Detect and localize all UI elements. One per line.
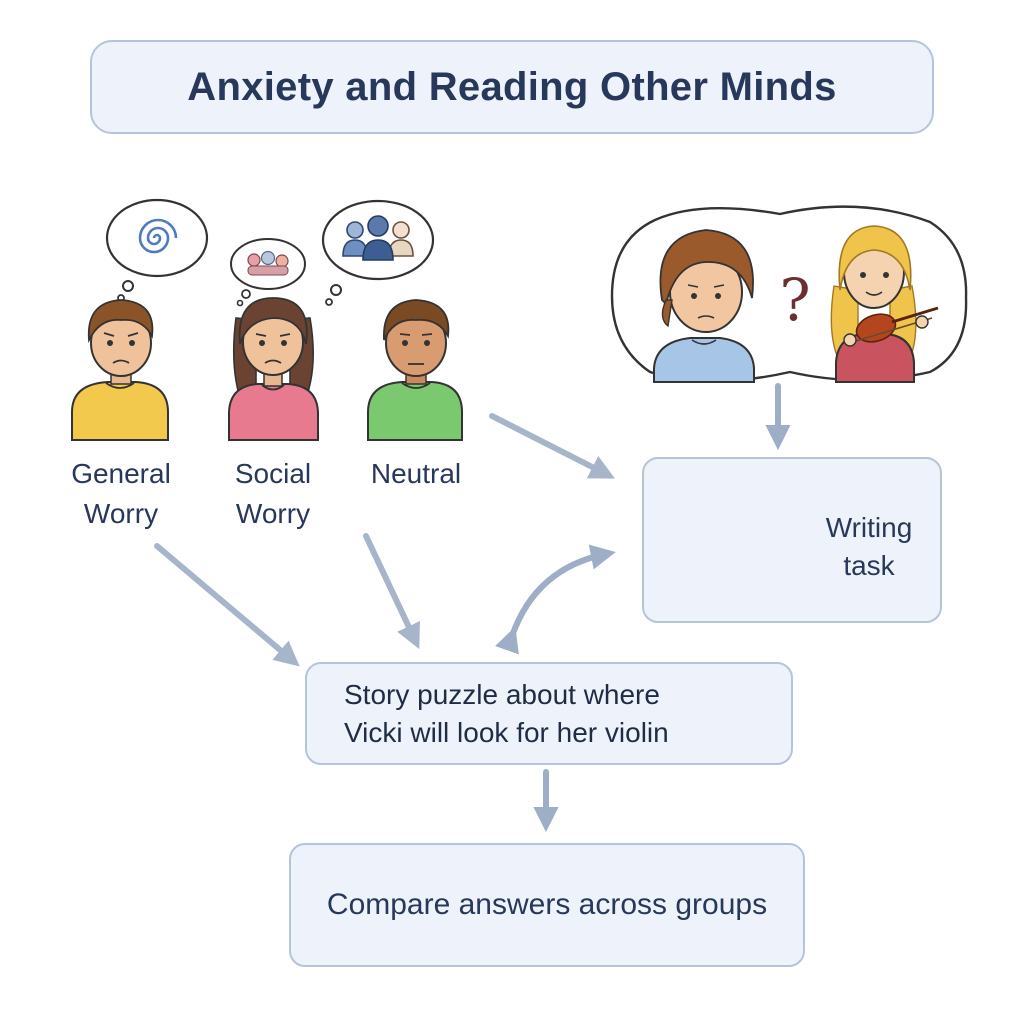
arrow-social-to-story xyxy=(363,533,420,650)
arrow-general-to-story xyxy=(154,543,300,667)
thought-bubble-social xyxy=(230,238,306,307)
group-label-social-worry: Social Worry xyxy=(208,454,338,534)
writing-task-box: Writing task xyxy=(642,457,942,623)
question-mark: ? xyxy=(779,266,810,334)
scene-cloud: ? xyxy=(610,205,968,383)
arrow-story-writing-bidirectional xyxy=(495,544,616,655)
group-label-general-worry: General Worry xyxy=(48,454,194,534)
people-group-icon xyxy=(342,215,414,261)
story-puzzle-line2: Vicki will look for her violin xyxy=(344,716,669,748)
story-puzzle-line1: Story puzzle about where xyxy=(344,678,660,710)
girl-with-violin-icon xyxy=(830,225,939,383)
compare-box: Compare answers across groups xyxy=(289,843,805,967)
story-puzzle-box: Story puzzle about where Vicki will look… xyxy=(305,662,793,765)
writing-task-label: Writing task xyxy=(825,512,913,581)
group-label-neutral: Neutral xyxy=(346,454,486,494)
spiral-icon xyxy=(138,218,178,254)
child-social-worry xyxy=(228,297,319,441)
child-neutral xyxy=(367,299,463,441)
arrow-neutral-to-writing xyxy=(489,413,615,479)
group-label-line1: Neutral xyxy=(370,458,462,489)
thought-bubble-neutral xyxy=(321,199,435,306)
crowd-faces-icon xyxy=(247,250,289,276)
child-general-worry xyxy=(71,299,169,441)
thoughtful-child-icon xyxy=(653,229,755,383)
group-label-line1: Social xyxy=(234,458,312,489)
group-label-line2: Worry xyxy=(83,498,159,529)
title-box: Anxiety and Reading Other Minds xyxy=(90,40,934,134)
group-label-line2: Worry xyxy=(235,498,311,529)
diagram-title: Anxiety and Reading Other Minds xyxy=(187,64,837,109)
story-puzzle-text: Story puzzle about where Vicki will look… xyxy=(344,676,754,752)
group-label-line1: General xyxy=(71,458,171,489)
thought-bubble-general xyxy=(105,198,209,302)
compare-text: Compare answers across groups xyxy=(326,888,768,921)
